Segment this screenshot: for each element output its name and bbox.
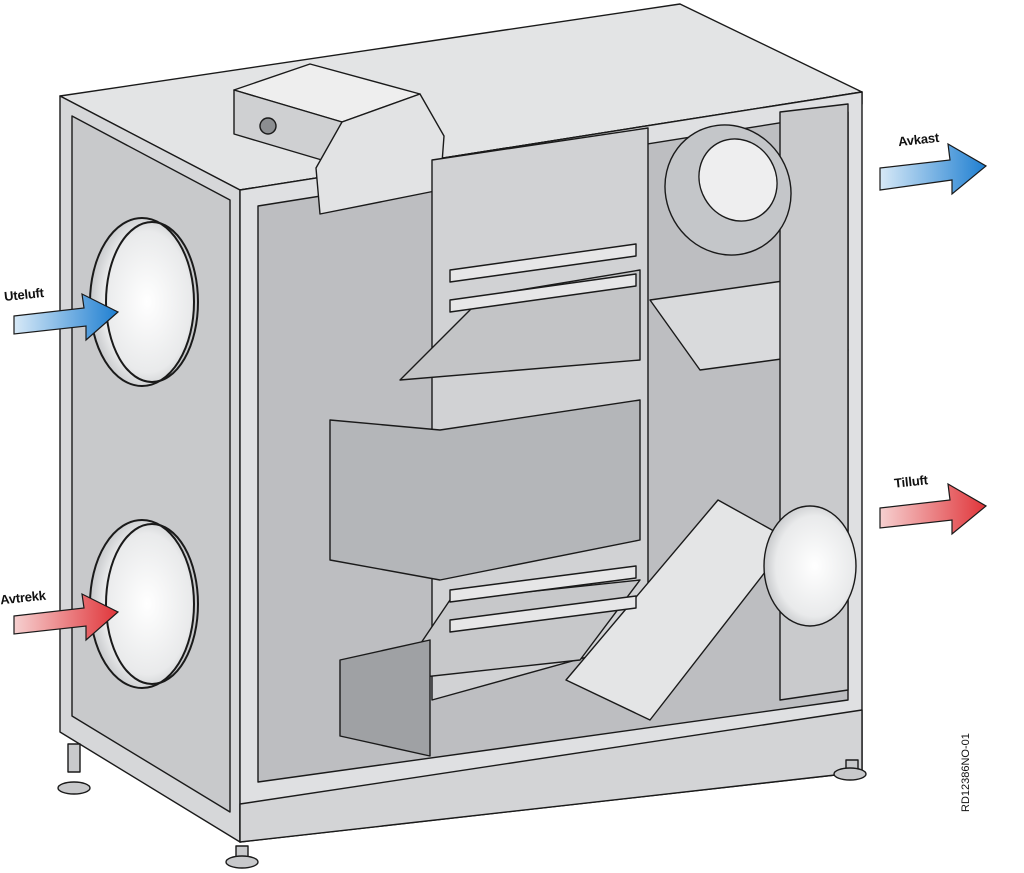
exhaust-fan-hub	[698, 138, 778, 222]
heat-exchanger-mid	[329, 399, 641, 581]
uteluft-arrow	[13, 292, 120, 342]
avkast-arrow	[879, 142, 988, 196]
avtrekk-arrow	[13, 592, 120, 642]
lower-chamber	[339, 639, 431, 757]
heat-exchanger-top	[399, 269, 641, 381]
rail-low	[449, 565, 637, 603]
rail-mid	[449, 273, 637, 313]
outdoor-air-duct-rim	[105, 221, 199, 383]
extract-air-duct-rim	[105, 523, 199, 685]
supply-duct-opening	[763, 505, 857, 627]
control-knob-icon	[259, 117, 277, 135]
foot-center	[225, 845, 259, 869]
rail-top	[449, 243, 637, 283]
foot-left-front	[57, 743, 91, 795]
drawing-code: RD12386NO-01	[960, 733, 972, 812]
rail-bottom	[449, 595, 637, 633]
tilluft-arrow	[879, 482, 988, 536]
foot-right	[833, 759, 867, 781]
